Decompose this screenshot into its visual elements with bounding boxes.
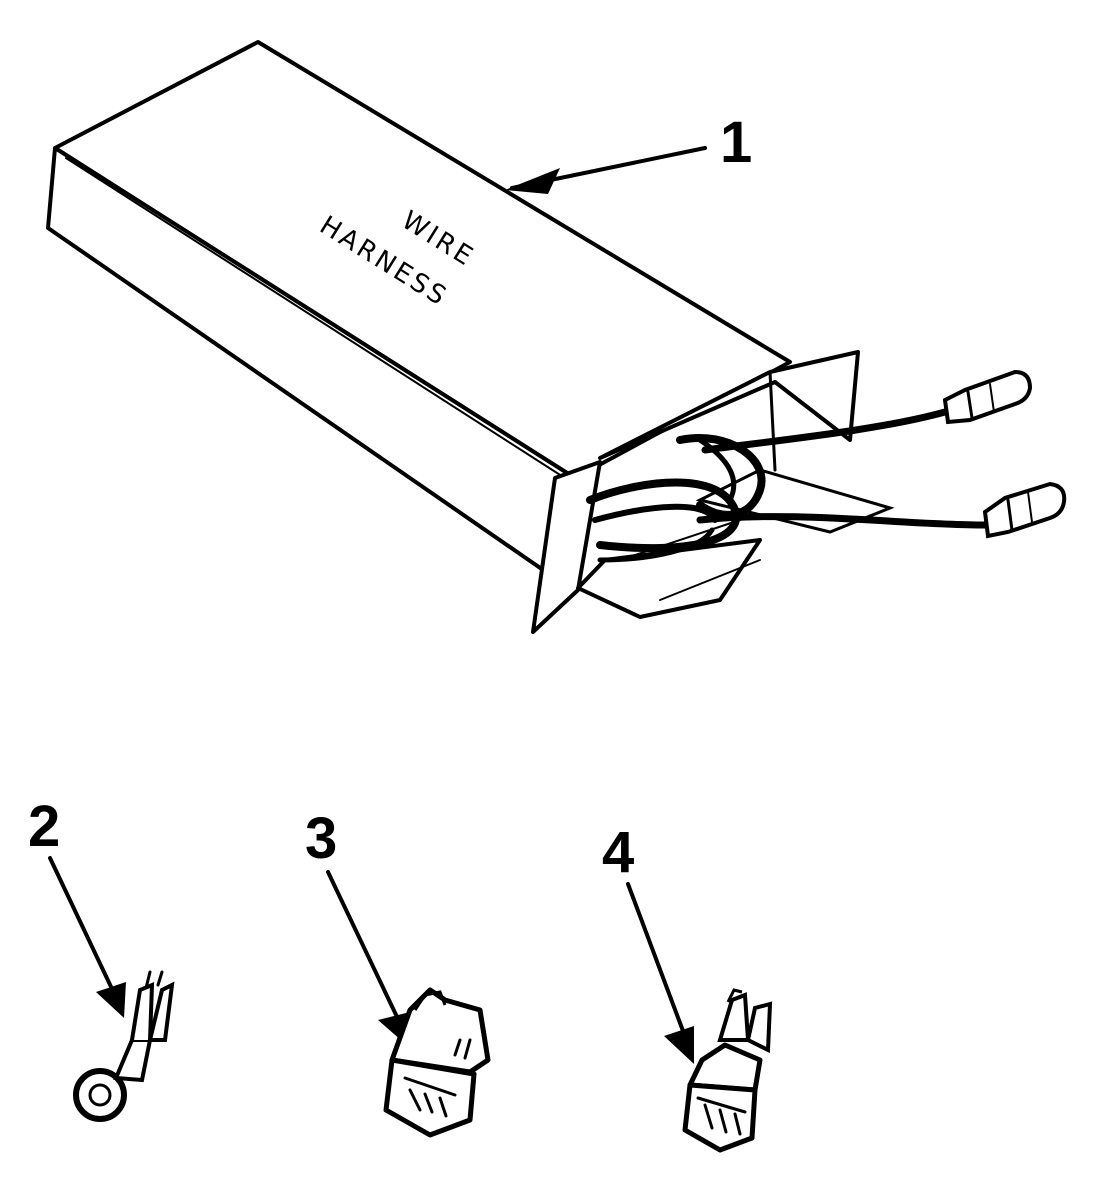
callout-number-1: 1 <box>720 110 752 175</box>
callout-1: 1 <box>505 110 752 194</box>
wire-end-connector <box>982 481 1067 539</box>
harness-wires <box>586 369 1067 563</box>
callout-number-2: 2 <box>28 794 60 859</box>
callout-4: 4 <box>602 820 694 1064</box>
wire-harness-box: WIRE HARNESS <box>46 40 895 634</box>
ring-terminal <box>73 970 175 1122</box>
callout-number-4: 4 <box>602 820 634 885</box>
quick-disconnect-terminal <box>682 988 773 1153</box>
callout-number-3: 3 <box>305 806 337 871</box>
callout-arrowhead <box>96 982 126 1018</box>
callout-2: 2 <box>28 794 126 1018</box>
callout-arrowhead <box>664 1026 694 1064</box>
callout-arrowhead <box>505 168 560 194</box>
wire-end-connector <box>942 369 1033 425</box>
box-end-flap-top <box>598 350 860 460</box>
callout-3: 3 <box>305 806 410 1048</box>
flag-terminal <box>383 987 491 1138</box>
